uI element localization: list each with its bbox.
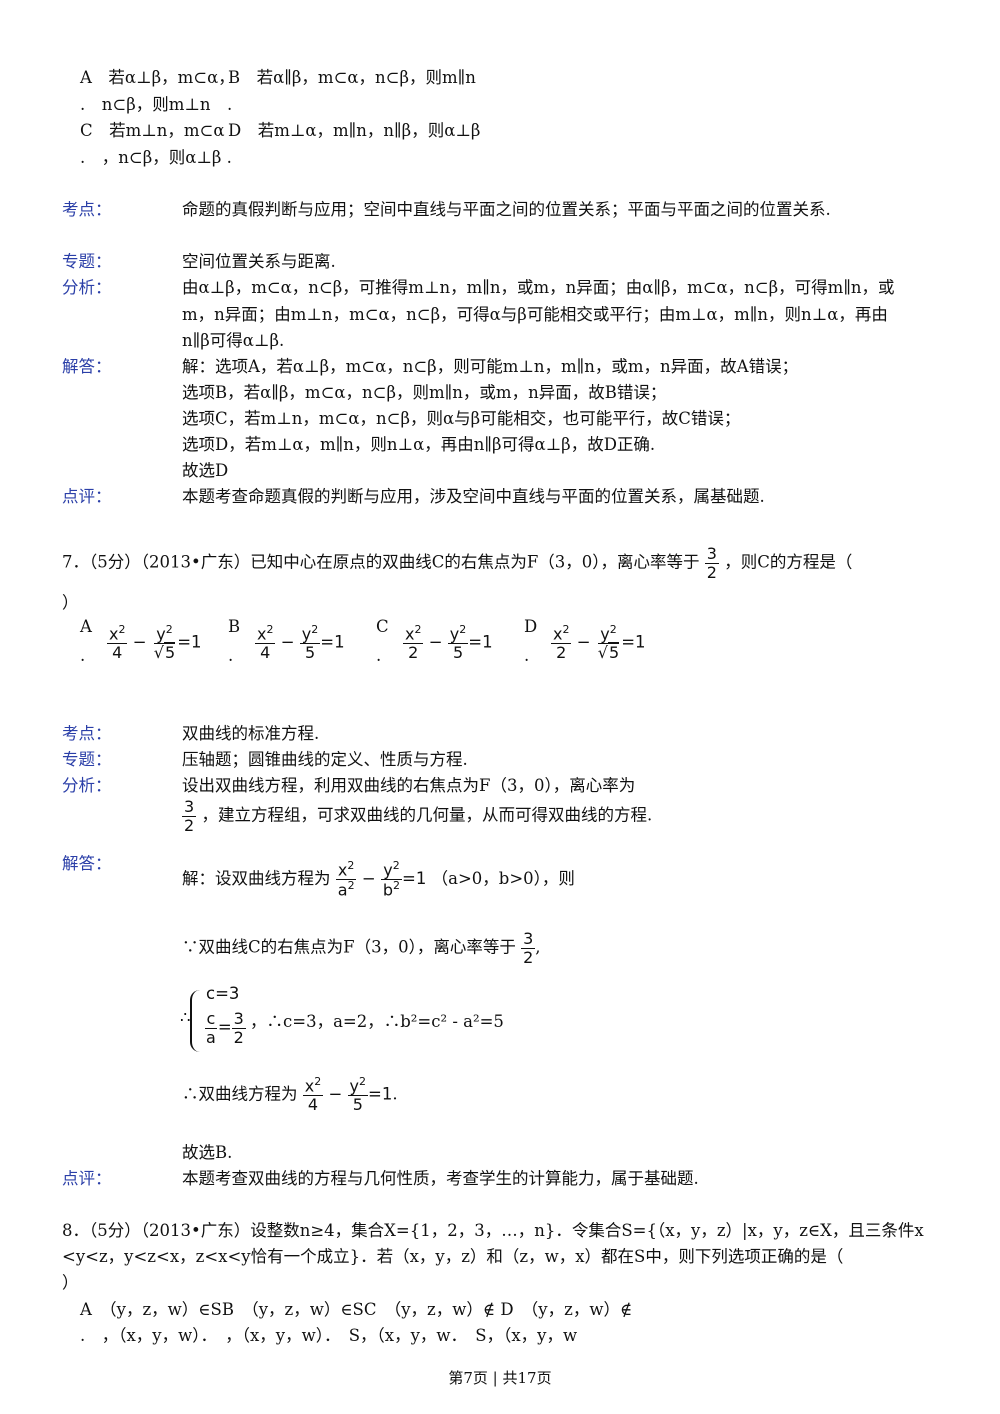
jieda1-post: （a>0，b>0），则 [431,868,575,888]
q7-option-c-dot: . [376,646,382,665]
q7-stem-post: ，则C的方程是（ [724,552,853,572]
fenxi-line2-text: ，建立方程组，可求双曲线的几何量，从而可得双曲线的方程. [201,805,653,825]
frac-y: y2√5 [597,623,620,662]
q6-jieda-line4: 选项D，若m⊥α，m∥n，则n⊥α，再由n∥β可得α⊥β，故D正确. [182,435,656,454]
q7-dianping: 本题考查双曲线的方程与几何性质，考查学生的计算能力，属于基础题. [182,1169,699,1188]
q6-kaodian: 命题的真假判断与应用；空间中直线与平面之间的位置关系；平面与平面之间的位置关系. [182,200,831,219]
q6-zhuanti-label: 专题： [62,252,112,271]
q6-jieda-line5: 故选D [182,461,229,480]
system-eq1: c=3 [206,984,240,1003]
q6-fenxi-line1: 由α⊥β，m⊂α，n⊂β，可推得m⊥n，m∥n，或m，n异面；由α∥β，m⊂α，… [182,278,895,297]
frac-den: 2 [706,562,717,582]
q6-option-a-line1: A 若α⊥β，m⊂α， [80,68,235,87]
q7-option-d-letter: D [524,617,538,636]
page-footer: 第7页 | 共17页 [448,1369,552,1387]
q6-jieda-label: 解答： [62,357,112,376]
q7-option-c-letter: C [376,617,389,636]
q7-jieda-label: 解答： [62,854,112,873]
q8-stem-line3: ） [62,1273,79,1292]
q6-option-d-line1: D 若m⊥α，m∥n，n∥β，则α⊥β [228,121,481,140]
system-result: ，∴c=3，a=2，∴b²=c² - a²=5 [250,1012,504,1031]
q8-options-line1: A （y，z，w）∈SB （y，z，w）∈SC （y，z，w）∉ D （y，z，… [80,1300,633,1319]
q7-stem-close: ） [62,593,79,612]
q6-jieda-line1: 解：选项A，若α⊥β，m⊂α，n⊂β，则可能m⊥n，m∥n，或m，n异面，故A错… [182,357,799,376]
q8-stem-line2: <y<z，y<z<x，z<x<y恰有一个成立}．若（x，y，z）和（z，w，x）… [62,1247,844,1266]
q7-option-b-letter: B [228,617,241,636]
q7-jieda-line5: 故选B. [182,1143,233,1162]
q6-option-c-line1: C 若m⊥n，m⊂α [80,121,225,140]
q6-zhuanti: 空间位置关系与距离. [182,252,336,271]
q7-zhuanti-label: 专题： [62,750,112,769]
q7-stem-pre: 7．（5分）（2013•广东）已知中心在原点的双曲线C的右焦点为F（3，0），离… [62,552,700,572]
q7-kaodian-label: 考点： [62,724,112,743]
q7-option-a-letter: A [80,617,92,636]
therefore-sign: ∴ [180,1008,191,1027]
jieda4-pre: ∴双曲线方程为 [182,1084,298,1104]
q7-zhuanti: 压轴题；圆锥曲线的定义、性质与方程. [182,750,468,769]
jieda1-pre: 解：设双曲线方程为 [182,868,331,888]
q6-jieda-line2: 选项B，若α∥β，m⊂α，n⊂β，则m∥n，或m，n异面，故B错误； [182,383,667,402]
q7-fenxi-line1: 设出双曲线方程，利用双曲线的右焦点为F（3，0），离心率为 [182,776,636,795]
q8-stem-line1: 8．（5分）（2013•广东）设整数n≥4，集合X={1，2，3，…，n}．令集… [62,1221,924,1240]
q6-fenxi-line2: m，n异面；由m⊥n，m⊂α，n⊂β，可得α与β可能相交或平行；由m⊥α，m∥n… [182,305,888,324]
q6-option-c-line2: . ，n⊂β，则α⊥β . [80,148,232,167]
q8-options-line2: . ，（x，y，w）． ，（x，y，w）． S，（x，y，w． S，（x，y，w [80,1326,578,1345]
q7-stem-line1: 7．（5分）（2013•广东）已知中心在原点的双曲线C的右焦点为F（3，0），离… [62,545,852,581]
q7-option-a-dot: . [80,646,86,665]
q7-option-b-dot: . [228,646,234,665]
q6-fenxi-label: 分析： [62,278,112,297]
q6-option-a-line2: . n⊂β，则m⊥n . [80,95,233,114]
q6-jieda-line3: 选项C，若m⊥n，m⊂α，n⊂β，则α与β可能相交，也可能平行，故C错误； [182,409,741,428]
q7-option-d-dot: . [524,646,530,665]
jieda2-text: ∵双曲线C的右焦点为F（3，0），离心率等于 [182,937,516,957]
frac-num: 3 [704,544,719,564]
q7-dianping-label: 点评： [62,1169,112,1188]
q6-fenxi-line3: n∥β可得α⊥β. [182,331,285,350]
system-brace [190,990,206,1052]
q7-fenxi-label: 分析： [62,776,112,795]
q6-option-b-line1: B 若α∥β，m⊂α，n⊂β，则m∥n [228,68,476,87]
q7-kaodian: 双曲线的标准方程. [182,724,320,743]
q6-kaodian-label: 考点： [62,200,112,219]
q6-dianping-label: 点评： [62,487,112,506]
frac-y: y2√5 [153,623,176,662]
q6-dianping: 本题考查命题真假的判断与应用，涉及空间中直线与平面的位置关系，属基础题. [182,487,765,506]
